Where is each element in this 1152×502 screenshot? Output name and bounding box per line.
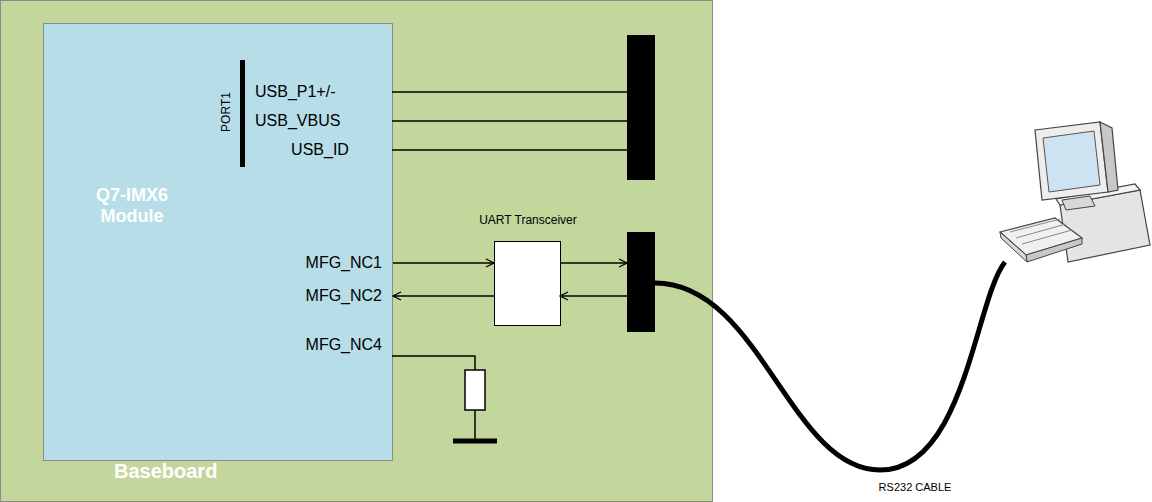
node-title: Baseboard [114,460,217,483]
rs232-cable [655,262,1005,470]
resistor-symbol [465,370,485,410]
transceiver-box: UART Transceiver [494,241,561,326]
signal-label: USB_P1+/- [255,83,335,101]
node-title-holder: UART Transceiver [479,213,577,227]
tx-wire [560,262,627,264]
signal-label-holder: MFG_NC1 [306,254,382,272]
signal-label-holder: PORT1 [219,92,233,132]
usb-wire [392,91,627,93]
node-title-holder: Q7-IMX6 Module [77,185,187,226]
usb-wire [392,120,627,122]
signal-label-holder: USB_ID [291,141,349,159]
port-bar [240,60,245,167]
signal-arrow [393,295,494,297]
baseboard-panel: Q7-IMX6 ModuleUART TransceiverBaseboard [0,0,713,502]
signal-label-holder: MFG_NC4 [306,336,382,354]
pulldown-wire [392,356,475,370]
signal-label-holder: USB_VBUS [255,112,340,130]
signal-label-holder: USB_P1+/- [255,83,335,101]
signal-label: MFG_NC2 [306,287,382,305]
serial-connector [627,232,655,332]
node-title-holder: Baseboard [114,460,217,483]
rx-wire [560,295,627,297]
signal-label: USB_ID [291,141,349,159]
ground-symbol [453,439,497,444]
ground-wire [474,410,476,440]
node-title: UART Transceiver [479,213,577,227]
signal-label: MFG_NC1 [306,254,382,272]
module-box: Q7-IMX6 Module [43,23,393,461]
signal-label: MFG_NC4 [306,336,382,354]
signal-arrow [393,262,494,264]
node-title: Q7-IMX6 Module [77,185,187,226]
signal-label: RS232 CABLE [879,481,952,493]
computer-icon [1000,122,1150,262]
signal-label: USB_VBUS [255,112,340,130]
signal-label-holder: RS232 CABLE [879,481,952,493]
usb-wire [392,149,627,151]
signal-label-holder: MFG_NC2 [306,287,382,305]
signal-label: PORT1 [219,92,233,132]
usb-connector [627,35,655,180]
